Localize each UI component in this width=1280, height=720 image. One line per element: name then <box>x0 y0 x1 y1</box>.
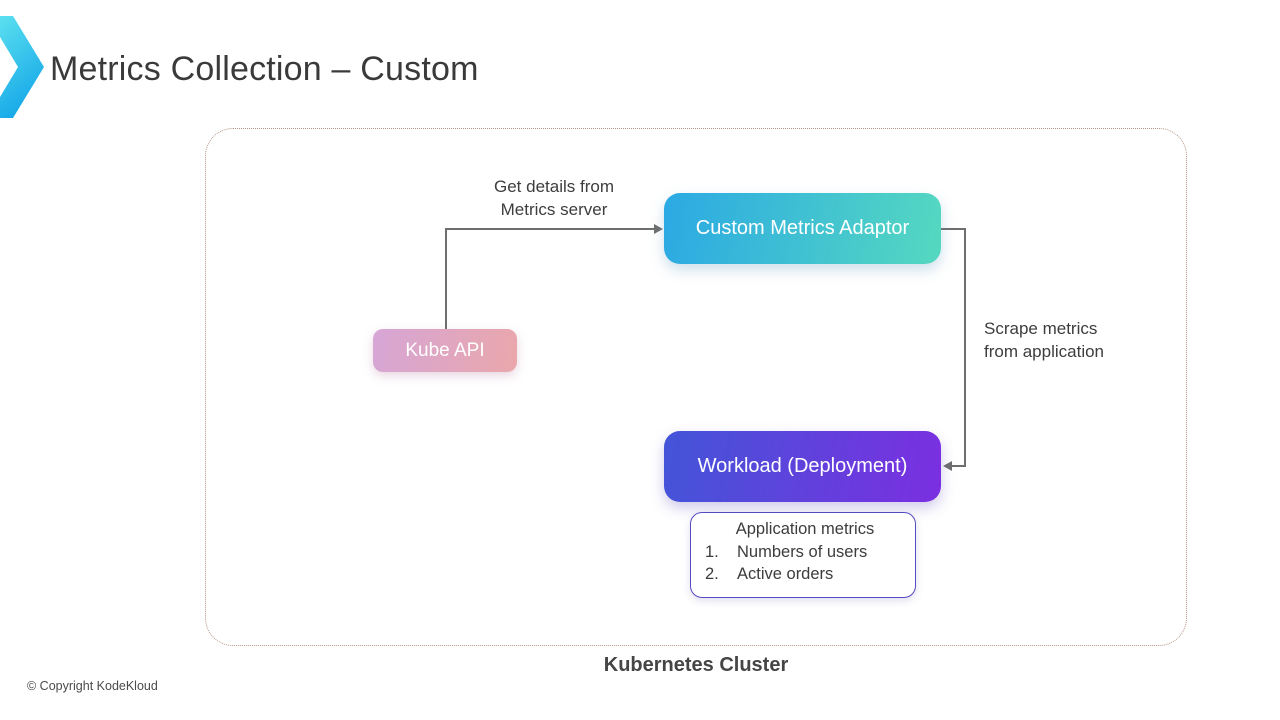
annotation-scrape-metrics: Scrape metrics from application <box>984 317 1164 363</box>
annotation-get-details: Get details from Metrics server <box>444 175 664 221</box>
annotation-scrape-metrics-line2: from application <box>984 342 1105 361</box>
node-workload-deployment-label: Workload (Deployment) <box>697 455 908 477</box>
annotation-scrape-metrics-line1: Scrape metrics <box>984 319 1098 338</box>
annotation-get-details-line2: Metrics server <box>500 200 608 219</box>
list-item-text: Numbers of users <box>737 543 868 561</box>
application-metrics-title: Application metrics <box>735 520 875 538</box>
page-title: Metrics Collection – Custom <box>50 50 479 88</box>
node-custom-metrics-adaptor: Custom Metrics Adaptor <box>664 193 941 264</box>
cluster-label: Kubernetes Cluster <box>603 654 789 676</box>
list-item: 2. Active orders <box>705 563 905 585</box>
list-item-number: 2. <box>705 565 719 583</box>
node-workload-deployment: Workload (Deployment) <box>664 431 941 502</box>
copyright-notice: © Copyright KodeKloud <box>27 679 158 693</box>
kodekloud-chevron-logo <box>0 16 44 118</box>
annotation-get-details-line1: Get details from <box>494 177 614 196</box>
list-item: 1. Numbers of users <box>705 541 905 563</box>
list-item-number: 1. <box>705 543 719 561</box>
application-metrics-callout: Application metrics 1. Numbers of users … <box>690 512 916 598</box>
node-custom-metrics-adaptor-label: Custom Metrics Adaptor <box>695 217 910 239</box>
kubernetes-cluster-boundary <box>205 128 1187 646</box>
node-kube-api: Kube API <box>373 329 517 372</box>
node-kube-api-label: Kube API <box>405 339 485 361</box>
list-item-text: Active orders <box>737 565 834 583</box>
